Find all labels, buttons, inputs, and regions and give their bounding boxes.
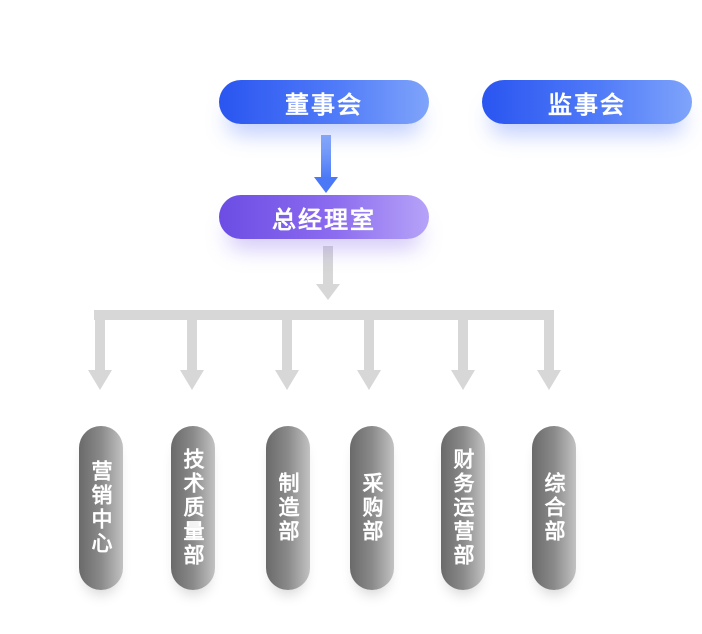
department-label: 综合部 xyxy=(542,472,566,544)
supervisors-node: 监事会 xyxy=(482,80,692,124)
board-to-gm-arrow xyxy=(314,135,338,193)
gm-office-label: 总经理室 xyxy=(272,205,376,234)
department-label: 财务运营部 xyxy=(451,448,475,568)
department-node: 制造部 xyxy=(266,426,310,590)
department-node: 综合部 xyxy=(532,426,576,590)
department-node: 营销中心 xyxy=(79,426,123,590)
department-branch-arrows xyxy=(88,310,561,390)
board-label: 董事会 xyxy=(285,90,363,119)
department-node: 财务运营部 xyxy=(441,426,485,590)
department-node: 技术质量部 xyxy=(171,426,215,590)
departments-bus xyxy=(94,310,554,320)
supervisors-label: 监事会 xyxy=(548,90,626,119)
department-label: 营销中心 xyxy=(89,460,113,556)
department-node: 采购部 xyxy=(350,426,394,590)
department-label: 采购部 xyxy=(360,472,384,544)
department-label: 制造部 xyxy=(276,472,300,544)
department-label: 技术质量部 xyxy=(181,448,205,568)
gm-office-node: 总经理室 xyxy=(219,195,429,239)
board-node: 董事会 xyxy=(219,80,429,124)
gm-to-departments-arrow xyxy=(316,246,340,300)
